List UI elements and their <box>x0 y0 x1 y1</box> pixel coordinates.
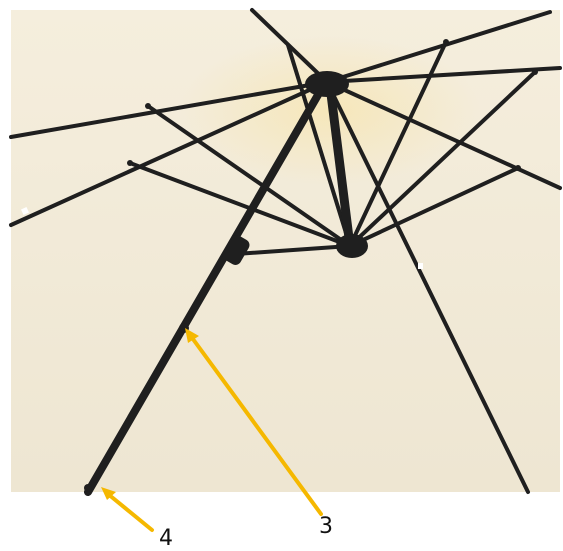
stretcher <box>146 104 352 248</box>
callout-arrowhead-3 <box>185 328 199 343</box>
stretcher <box>234 244 352 256</box>
center-shaft <box>325 81 355 251</box>
stretcher <box>286 43 352 248</box>
rib <box>9 80 329 227</box>
callout-arrowhead-4 <box>101 487 116 500</box>
stretcher <box>348 70 537 248</box>
rib <box>325 80 530 494</box>
middle-joint <box>222 235 250 265</box>
callout-arrow-3 <box>188 333 323 516</box>
top-hub <box>305 71 349 97</box>
rib-highlights <box>21 207 423 269</box>
stretcher <box>128 161 352 248</box>
stretcher <box>348 166 520 248</box>
pole-bottom <box>84 484 92 492</box>
rib <box>325 10 552 84</box>
main-pole <box>84 84 326 496</box>
rib <box>325 80 562 190</box>
callout-label-4: 4 <box>159 526 173 551</box>
callout-arrows <box>101 328 323 532</box>
rib <box>9 80 329 139</box>
callout-arrow-4 <box>106 492 154 532</box>
callout-label-3: 3 <box>319 514 333 539</box>
bottom-hub <box>336 234 368 258</box>
rib <box>325 66 562 84</box>
umbrella-frame <box>9 8 562 496</box>
frame-joints <box>84 39 538 492</box>
stretcher <box>348 40 448 248</box>
